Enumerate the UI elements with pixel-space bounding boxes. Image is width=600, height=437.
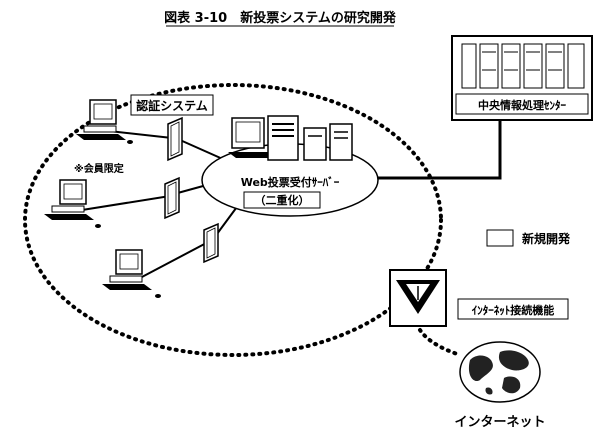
globe-icon — [459, 341, 541, 403]
keyboard — [102, 284, 152, 290]
line-client2-fw2 — [81, 195, 171, 211]
firewall-3 — [203, 222, 219, 264]
keyboard — [76, 134, 126, 140]
mouse — [127, 140, 133, 144]
mouse — [95, 224, 101, 228]
client-pc-3 — [102, 249, 161, 298]
auth-system-label: 認証システム — [136, 98, 208, 113]
firewall-2 — [164, 176, 180, 220]
legend-swatch — [486, 229, 514, 247]
central-center-label: 中央情報処理ｾﾝﾀｰ — [478, 98, 566, 112]
auth-system-box — [130, 94, 214, 116]
internet-connection-box — [457, 298, 569, 320]
server-computers — [228, 115, 353, 161]
internet-connection-label: ｲﾝﾀｰﾈｯﾄ接続機能 — [472, 303, 555, 317]
duplexed-label: （二重化） — [255, 193, 310, 207]
central-center — [451, 35, 593, 121]
internet-connection-device — [389, 269, 447, 327]
legend-label: 新規開発 — [522, 231, 571, 246]
server-tower-2 — [303, 127, 327, 161]
web-server-label: Web投票受付ｻｰﾊﾞｰ — [241, 175, 340, 189]
line-fw1-server — [179, 139, 226, 161]
internet-label: インターネット — [454, 415, 545, 430]
network-boundary — [23, 83, 443, 357]
client-pc-1 — [76, 99, 133, 144]
internet-link — [418, 328, 462, 357]
line-server-center — [370, 120, 502, 180]
client-pc-2 — [44, 179, 101, 228]
server-tower-3 — [329, 123, 353, 161]
firewall-1 — [167, 116, 183, 162]
line-client3-fw3 — [139, 239, 213, 279]
members-only-note: ※会員限定 — [74, 162, 124, 175]
duplexed-box — [243, 191, 321, 209]
server-tower-1 — [267, 115, 299, 161]
figure-title: 図表 3-10 新投票システムの研究開発 — [164, 10, 397, 26]
keyboard — [44, 214, 94, 220]
mouse — [155, 294, 161, 298]
